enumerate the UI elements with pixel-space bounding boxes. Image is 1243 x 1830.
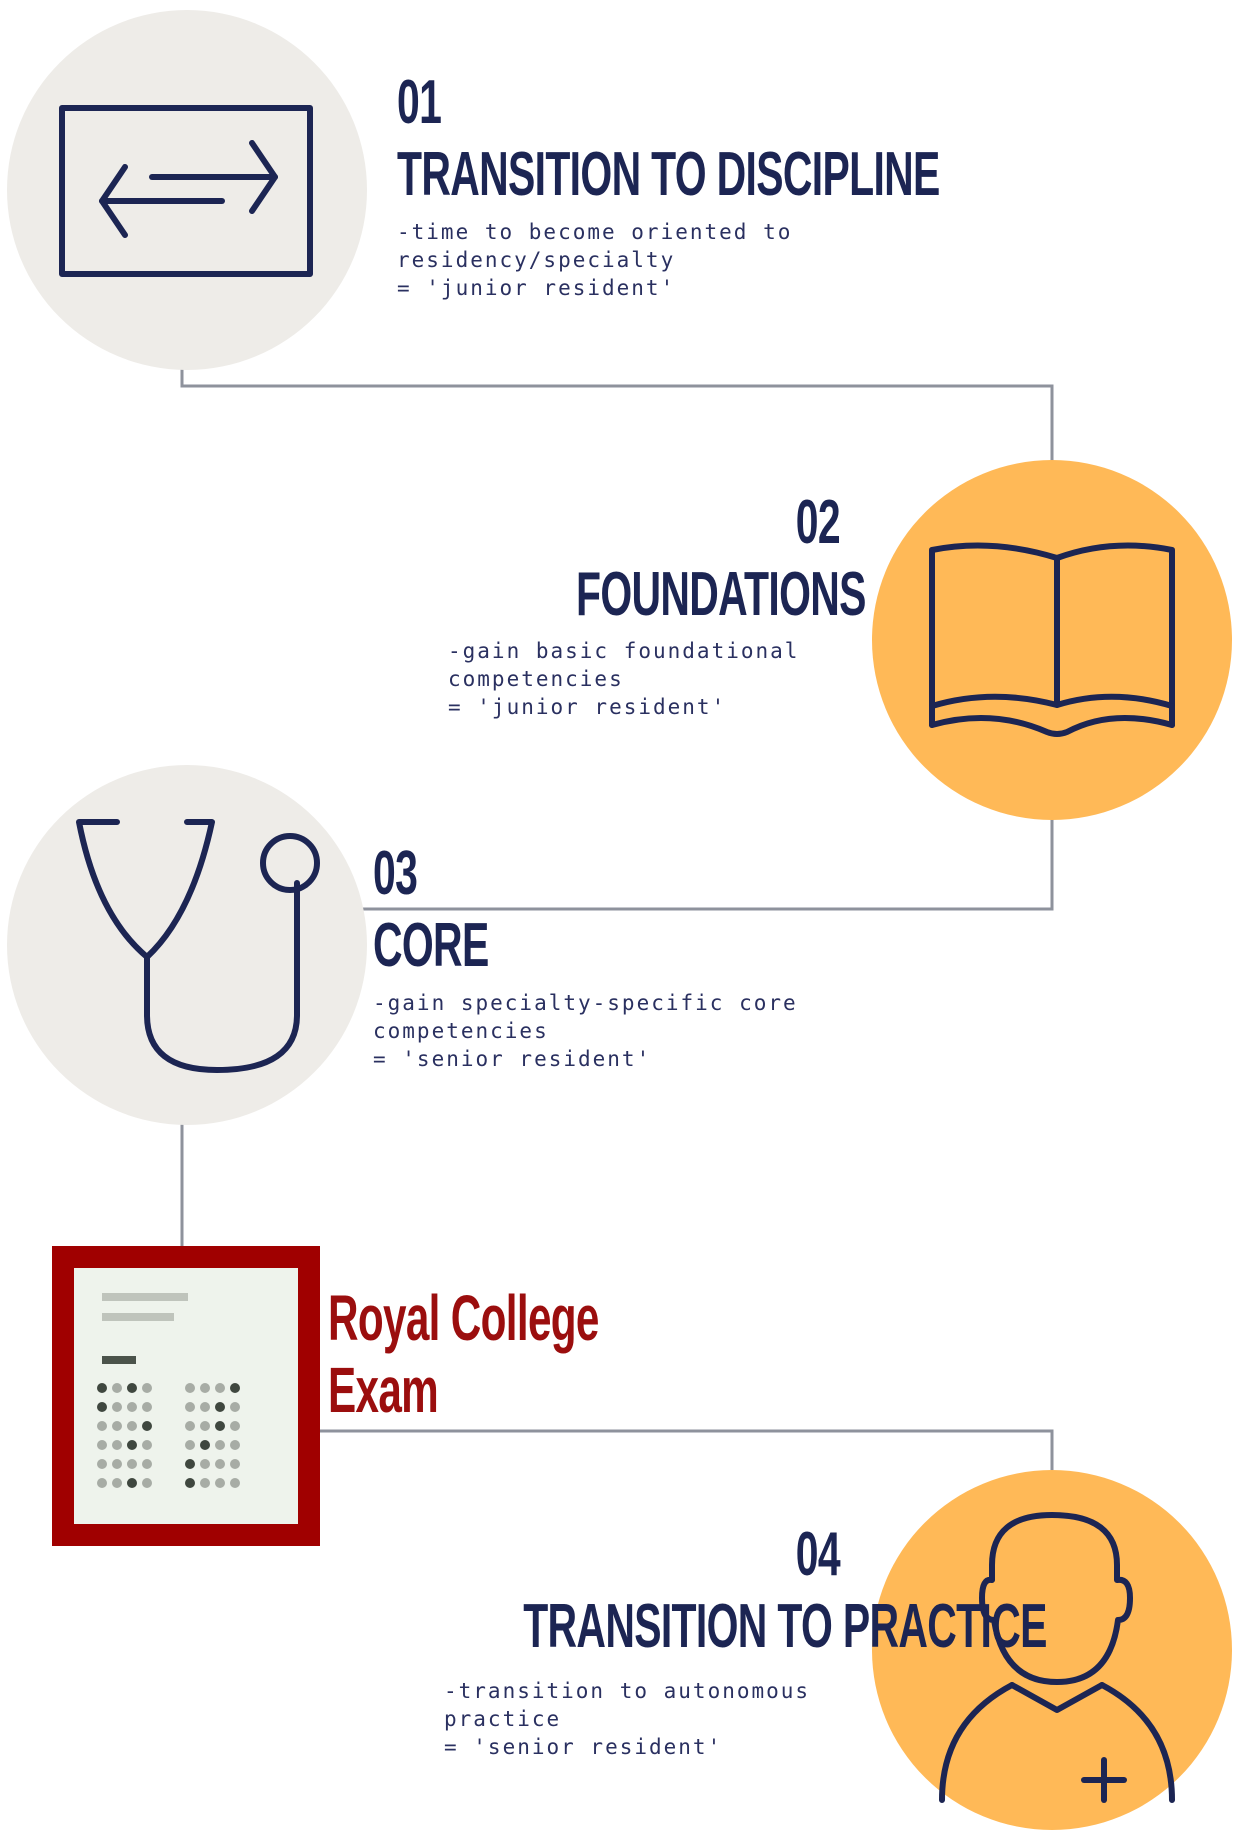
- answer-bubble: [97, 1383, 107, 1393]
- answer-bubble: [215, 1478, 225, 1488]
- answer-bubble: [200, 1421, 210, 1431]
- answer-bubble: [142, 1383, 152, 1393]
- answer-bubble: [230, 1459, 240, 1469]
- step-4-number: 04: [795, 1520, 841, 1589]
- answer-bubble: [215, 1459, 225, 1469]
- answer-bubble: [97, 1478, 107, 1488]
- answer-bubble: [230, 1402, 240, 1412]
- step-1-number: 01: [397, 68, 442, 137]
- answer-bubble: [112, 1402, 122, 1412]
- answer-bubble: [112, 1421, 122, 1431]
- step-2-description: -gain basic foundational competencies = …: [448, 639, 800, 719]
- answer-bubble: [200, 1402, 210, 1412]
- answer-bubble: [200, 1383, 210, 1393]
- answer-bubble: [230, 1478, 240, 1488]
- answer-bubble: [97, 1459, 107, 1469]
- answer-bubble: [185, 1383, 195, 1393]
- step-1-icon-circle: [7, 10, 367, 370]
- step-1-title: TRANSITION TO DISCIPLINE: [397, 140, 940, 209]
- step-2-heading: 02 FOUNDATIONS: [440, 488, 866, 629]
- answer-bubble: [142, 1459, 152, 1469]
- exam-title-line-1: Royal College: [328, 1282, 599, 1354]
- answer-bubble: [200, 1459, 210, 1469]
- step-1-text: 01 TRANSITION TO DISCIPLINE -time to bec…: [397, 72, 1219, 302]
- step-4-text: -transition to autonomous practice = 'se…: [444, 1677, 810, 1761]
- step-3-number: 03: [373, 839, 418, 908]
- answer-bubble: [215, 1383, 225, 1393]
- answer-bubble: [185, 1459, 195, 1469]
- answer-bubble: [97, 1440, 107, 1450]
- exam-sheet-icon: [52, 1246, 320, 1546]
- answer-bubble: [112, 1440, 122, 1450]
- doctor-person-icon: [939, 1512, 1175, 1803]
- step-3-text: 03 CORE -gain specialty-specific core co…: [373, 843, 798, 1073]
- answer-bubble: [142, 1440, 152, 1450]
- answer-bubble: [112, 1478, 122, 1488]
- answer-bubble: [127, 1478, 137, 1488]
- answer-bubble: [142, 1402, 152, 1412]
- answer-bubble: [230, 1383, 240, 1393]
- step-4-description: -transition to autonomous practice = 'se…: [444, 1679, 811, 1759]
- answer-bubble: [127, 1421, 137, 1431]
- transfer-arrows-icon: [59, 105, 313, 277]
- answer-bubble: [185, 1402, 195, 1412]
- step-2-icon-circle: [872, 460, 1232, 820]
- answer-bubble: [127, 1402, 137, 1412]
- answer-bubble: [142, 1421, 152, 1431]
- answer-bubble: [127, 1383, 137, 1393]
- step-4-title: TRANSITION TO PRACTICE: [523, 1592, 1047, 1661]
- stethoscope-icon: [76, 819, 320, 1073]
- answer-bubble: [112, 1459, 122, 1469]
- answer-bubble: [185, 1421, 195, 1431]
- answer-bubble: [127, 1440, 137, 1450]
- step-3-title: CORE: [373, 911, 489, 980]
- answer-bubble: [127, 1459, 137, 1469]
- answer-bubble: [112, 1383, 122, 1393]
- answer-bubble: [97, 1421, 107, 1431]
- exam-label: Royal College Exam: [328, 1282, 738, 1426]
- exam-title-line-2: Exam: [328, 1354, 439, 1426]
- step-3-icon-circle: [7, 765, 367, 1125]
- answer-bubble: [215, 1402, 225, 1412]
- answer-bubble: [97, 1402, 107, 1412]
- answer-bubble: [185, 1478, 195, 1488]
- answer-bubble: [142, 1478, 152, 1488]
- answer-bubble: [230, 1440, 240, 1450]
- answer-bubble: [230, 1421, 240, 1431]
- step-1-description: -time to become oriented to residency/sp…: [397, 220, 793, 300]
- step-4-heading: 04 TRANSITION TO PRACTICE: [360, 1520, 1047, 1661]
- open-book-icon: [929, 542, 1175, 737]
- answer-bubble: [215, 1440, 225, 1450]
- step-2-text: -gain basic foundational competencies = …: [448, 637, 799, 721]
- answer-bubble: [200, 1440, 210, 1450]
- step-4-icon-circle: [872, 1470, 1232, 1830]
- step-2-title: FOUNDATIONS: [576, 560, 866, 629]
- answer-bubble: [200, 1478, 210, 1488]
- step-3-description: -gain specialty-specific core competenci…: [373, 991, 798, 1071]
- answer-bubble: [185, 1440, 195, 1450]
- step-2-number: 02: [795, 488, 841, 557]
- answer-bubble: [215, 1421, 225, 1431]
